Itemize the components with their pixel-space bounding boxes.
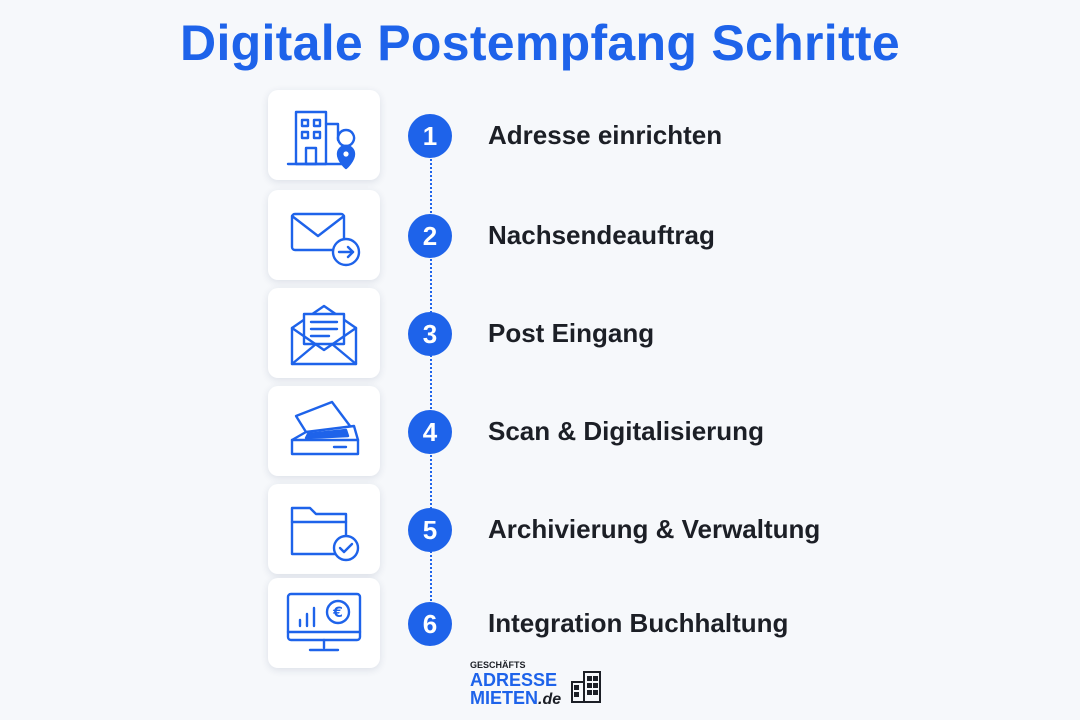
step-label: Scan & Digitalisierung: [488, 416, 764, 446]
scanner-icon: [290, 400, 360, 456]
buildings-logo-icon: [571, 671, 601, 703]
page-title: Digitale Postempfang Schritte: [180, 15, 900, 71]
monitor-chart-euro-icon: €: [286, 592, 362, 652]
step-number: 2: [408, 214, 452, 258]
step-number: 1: [408, 114, 452, 158]
step-5: 5 Archivierung & Verwaltung: [266, 484, 866, 576]
mail-forward-icon: [290, 212, 361, 267]
folder-check-icon: [290, 506, 360, 562]
step-number: 4: [408, 410, 452, 454]
step-label: Adresse einrichten: [488, 120, 723, 150]
step-number: 5: [408, 508, 452, 552]
step-label: Post Eingang: [488, 318, 655, 348]
step-icon-box: [268, 386, 380, 476]
brand-logo: GESCHÄFTS ADRESSE MIETEN.de: [470, 660, 610, 716]
step-1: 1 Adresse einrichten: [266, 90, 866, 182]
step-icon-box: [268, 484, 380, 574]
step-number: 3: [408, 312, 452, 356]
logo-top-word: GESCHÄFTS: [470, 660, 526, 670]
step-3: 3 Post Eingang: [266, 288, 866, 380]
step-4: 4 Scan & Digitalisierung: [266, 386, 866, 478]
logo-line-2-text: MIETEN: [470, 688, 539, 708]
step-icon-box: [268, 190, 380, 280]
step-2: 2 Nachsendeauftrag: [266, 190, 866, 282]
step-icon-box: [268, 288, 380, 378]
step-label: Archivierung & Verwaltung: [488, 514, 821, 544]
step-icon-box: €: [268, 578, 380, 668]
dotted-connector: [430, 136, 432, 616]
logo-line-1: ADRESSE: [470, 670, 558, 690]
open-envelope-icon: [290, 304, 358, 366]
step-label: Integration Buchhaltung: [488, 608, 789, 638]
step-6: € 6 Integration Buchhaltung: [266, 578, 866, 670]
step-icon-box: [268, 90, 380, 180]
svg-text:€: €: [332, 605, 343, 621]
logo-tld: .de: [538, 691, 562, 708]
logo-line-2: MIETEN.de: [470, 688, 561, 709]
step-number: 6: [408, 602, 452, 646]
step-label: Nachsendeauftrag: [488, 220, 715, 250]
steps-list: 1 Adresse einrichten 2 Nachsendeauftrag: [266, 90, 866, 668]
building-location-icon: [286, 110, 356, 170]
